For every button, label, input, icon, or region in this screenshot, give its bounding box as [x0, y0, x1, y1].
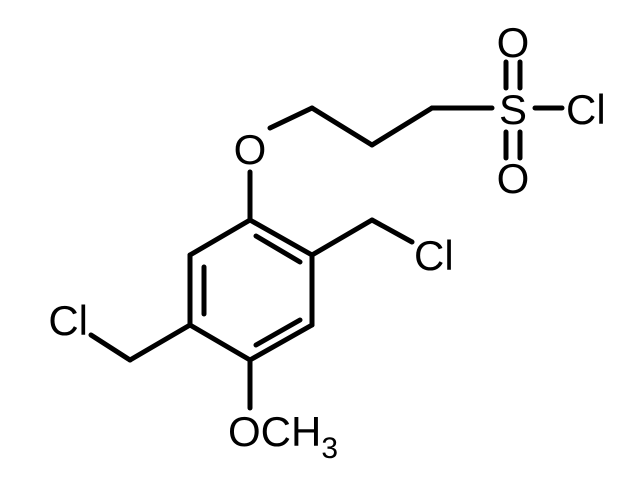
ring-to-left-ch2-bond: [127, 322, 193, 363]
right-chloromethyl-group: [309, 217, 415, 258]
sulfonyl-oxygen-top-label: O: [497, 19, 530, 66]
methoxy-label: OCH3: [228, 408, 338, 465]
left-chlorine-label: Cl: [48, 297, 88, 344]
sulfonyl-oxygen-bottom-label: O: [497, 155, 530, 202]
benzene-ring: [187, 217, 315, 363]
ring-bond-bottom-right: [247, 322, 315, 363]
sulfonyl-chlorine-label: Cl: [566, 86, 606, 133]
propoxy-sulfonyl-chain: [247, 59, 565, 223]
left-ch2-to-cl-bond: [88, 332, 133, 363]
chain-bond-1: [309, 105, 375, 148]
sulfur-label: S: [499, 86, 527, 133]
methoxy-subscript: 3: [321, 432, 338, 465]
right-ch2-to-cl-bond: [369, 217, 415, 245]
ether-oxygen-label: O: [234, 126, 267, 173]
ring-inner-double-bond-bottom: [253, 317, 303, 348]
ether-oxygen-to-chain-bond: [267, 105, 315, 131]
left-chloromethyl-group: [88, 322, 193, 363]
ring-bond-bottom-left: [187, 322, 253, 363]
ring-inner-double-bond-top: [253, 233, 303, 265]
right-chlorine-label: Cl: [414, 232, 454, 279]
ring-bond-top-right: [247, 217, 315, 258]
ring-to-right-ch2-bond: [309, 217, 375, 258]
methoxy-text: OCH: [228, 408, 321, 455]
chain-bond-2: [369, 105, 435, 148]
ring-bond-top-left: [187, 217, 253, 258]
